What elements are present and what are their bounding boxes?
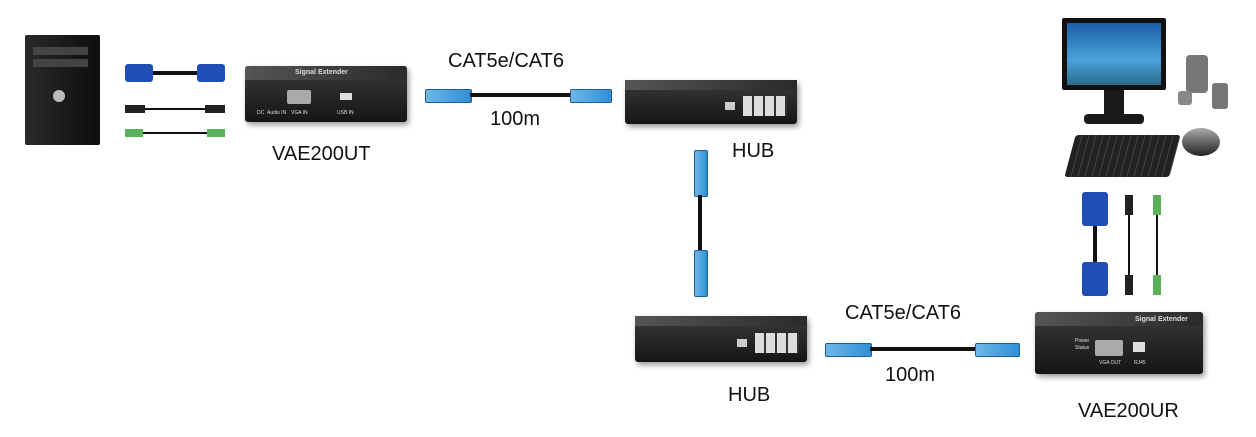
link2-distance: 100m xyxy=(885,364,936,386)
usb-cable-icon xyxy=(125,104,225,114)
audio-cable-icon xyxy=(125,128,225,138)
hub-device xyxy=(635,316,807,362)
speakers-icon xyxy=(1178,55,1230,111)
rj45-plug-icon xyxy=(425,89,472,103)
mouse-icon xyxy=(1182,128,1220,156)
link2-cable xyxy=(870,347,975,351)
link1-cable xyxy=(470,93,570,97)
transmitter-label: VAE200UT xyxy=(272,143,371,165)
rj45-plug-icon xyxy=(825,343,872,357)
usb-cable-icon xyxy=(1124,195,1134,295)
rj45-plug-icon xyxy=(694,150,708,197)
hub-link-cable xyxy=(698,195,702,250)
transmitter-device: Signal Extender DC Audio IN VGA IN USB I… xyxy=(245,66,407,122)
receiver-device: Signal Extender Power Status VGA OUT RJ4… xyxy=(1035,312,1203,374)
hub-device xyxy=(625,80,797,124)
vga-cable-icon xyxy=(1080,192,1110,297)
rj45-plug-icon xyxy=(975,343,1020,357)
link1-cable-type: CAT5e/CAT6 xyxy=(448,50,564,72)
rj45-plug-icon xyxy=(570,89,612,103)
pc-tower-icon xyxy=(25,35,100,145)
hub2-label: HUB xyxy=(728,384,771,406)
rj45-plug-icon xyxy=(694,250,708,297)
keyboard-icon xyxy=(1064,135,1181,177)
audio-cable-icon xyxy=(1152,195,1162,295)
transmitter-brand: Signal Extender xyxy=(295,69,348,76)
vga-cable-icon xyxy=(125,62,225,84)
link2-cable-type: CAT5e/CAT6 xyxy=(845,302,961,324)
link1-distance: 100m xyxy=(490,108,541,130)
monitor-icon xyxy=(1062,18,1166,126)
receiver-label: VAE200UR xyxy=(1078,400,1179,422)
hub1-label: HUB xyxy=(732,140,775,162)
